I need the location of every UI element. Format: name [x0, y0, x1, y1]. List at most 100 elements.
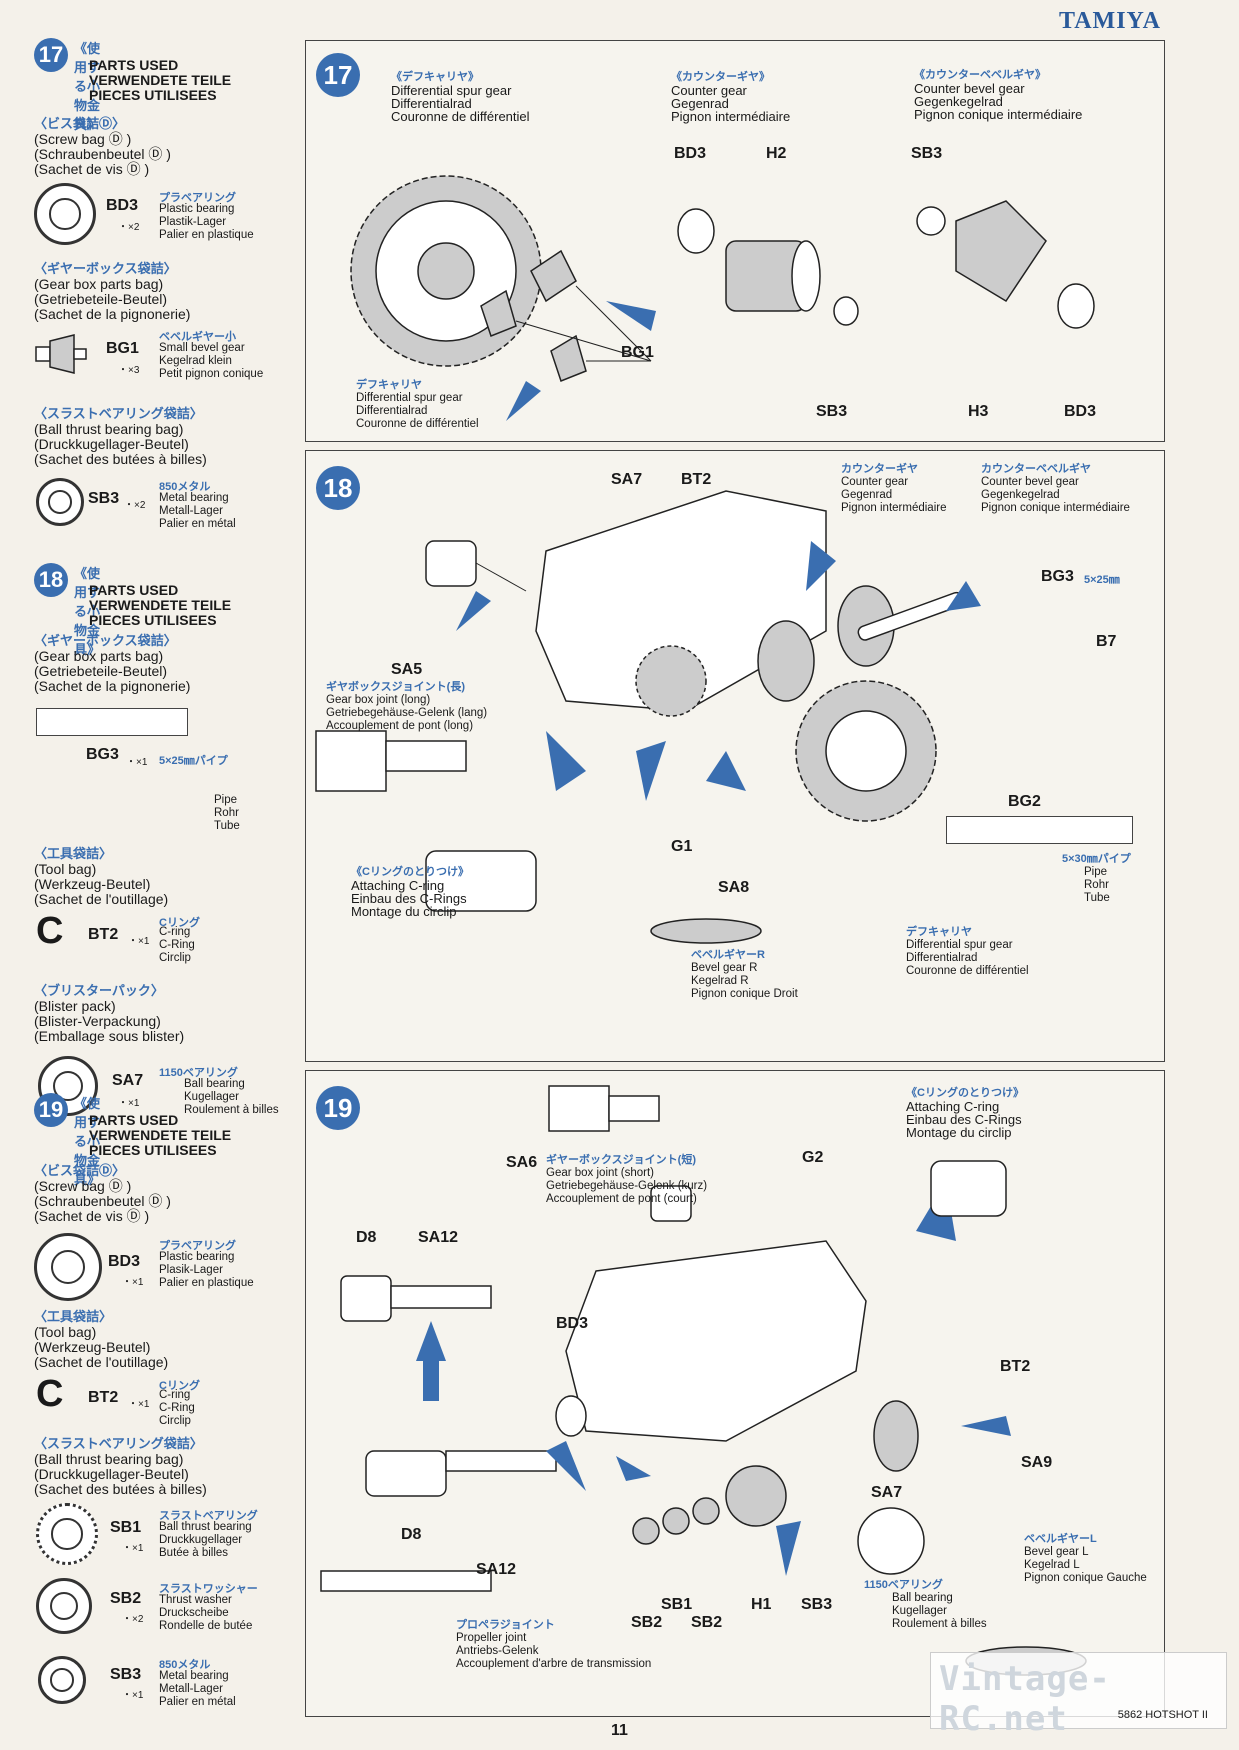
c-ring-detail [425, 850, 537, 912]
label-bg1: BG1 [621, 344, 654, 361]
bd3-bearing-right [1057, 283, 1095, 329]
label-bg2: BG2 [1008, 793, 1041, 810]
label-bt2: BT2 [681, 471, 712, 488]
step-17-panel: 17 《デフキャリヤ》 Differential spur gear Diffe… [305, 40, 1165, 442]
label-bt2: BT2 [1000, 1358, 1031, 1375]
label-sb2: SB2 [631, 1614, 663, 1631]
label-h2: H2 [766, 145, 787, 162]
h3-bevel-gear [955, 200, 1047, 303]
bag-thrust: 〈スラストベアリング袋詰〉 (Ball thrust bearing bag) … [34, 406, 207, 467]
bag-thrust: 〈スラストベアリング袋詰〉 (Ball thrust bearing bag) … [34, 1436, 207, 1497]
gear-box-joint-long [425, 540, 477, 587]
sa9-bevel-gear [873, 1400, 919, 1472]
c-ring-icon: C [36, 1373, 64, 1415]
plastic-bearing-icon [34, 183, 96, 245]
diff-top-caption: 《デフキャリヤ》 Differential spur gear Differen… [391, 71, 530, 124]
bevel-gear-2 [480, 289, 517, 337]
step-number: 19 [34, 1093, 68, 1127]
bd3-bearing [555, 1395, 587, 1437]
sb3-bearing [833, 296, 859, 326]
thrust-bearing-icon [36, 1503, 98, 1565]
watermark-model: 5862 HOTSHOT II [1117, 1709, 1208, 1721]
label-h3: H3 [968, 403, 989, 420]
bd3-bearing [677, 208, 715, 254]
sa7-bearing [857, 1507, 925, 1575]
label-sa7: SA7 [611, 471, 643, 488]
label-sb2: SB2 [691, 1614, 723, 1631]
step-number: 17 [34, 38, 68, 72]
label-sa7: SA7 [871, 1484, 903, 1501]
label-sa8: SA8 [718, 879, 750, 896]
sa8-bevel-gear [650, 918, 762, 944]
bevel-gear-1 [530, 249, 577, 303]
label-sa12: SA12 [476, 1561, 517, 1578]
parts-used-jp: 《使用する小物金具》 [74, 1096, 101, 1187]
bag-screw-d: 〈ビス袋詰Ⓓ〉 (Screw bag Ⓓ ) (Schraubenbeutel … [34, 1163, 171, 1224]
bag-blister: 〈ブリスターパック〉 (Blister pack) (Blister-Verpa… [34, 983, 185, 1044]
sa12-shaft [390, 1285, 492, 1309]
joint-long-caption: ギヤボックスジョイント(長) Gear box joint (long)Getr… [326, 681, 488, 732]
step-19-panel: 19 SA6 ギヤーボックスジョイント(短) Gear box joint (s… [305, 1070, 1165, 1717]
label-g2: G2 [802, 1149, 824, 1166]
step-number: 18 [34, 563, 68, 597]
bag-gearbox: 〈ギヤーボックス袋詰〉 (Gear box parts bag) (Getrie… [34, 261, 191, 322]
label-sa6: SA6 [506, 1154, 538, 1171]
step-number: 17 [316, 53, 360, 97]
brand-logo: TAMIYA [1058, 8, 1161, 34]
watermark-site: Vintage-RC.net [939, 1659, 1111, 1739]
label-bd3: BD3 [1064, 403, 1097, 420]
bearing-caption: 1150ベアリング Ball bearing Kugellager Roulem… [864, 1579, 987, 1630]
h1-diff [725, 1465, 787, 1527]
pipe-caption: 5×30㎜パイプ Pipe Rohr Tube [1062, 853, 1131, 904]
diff-bottom-caption: デフキャリヤ Differential spur gear Differenti… [356, 379, 479, 430]
label-h1: H1 [751, 1596, 772, 1613]
label-bd3: BD3 [674, 145, 707, 162]
joint-inserted [650, 1185, 692, 1222]
sb1-bearing [662, 1507, 690, 1535]
watermark: Vintage-RC.net 5862 HOTSHOT II [930, 1652, 1227, 1739]
bag-gearbox: 〈ギヤーボックス袋詰〉 (Gear box parts bag) (Getrie… [34, 633, 191, 694]
counter-bevel-caption: 《カウンターベベルギヤ》 Counter bevel gear Gegenkeg… [914, 69, 1083, 122]
label-g1: G1 [671, 838, 693, 855]
part-bg3: BG3 ・×1 5×25㎜パイプ [34, 708, 304, 778]
propeller-joint [365, 1450, 447, 1497]
gear-box-joint-short [548, 1085, 610, 1132]
sb2-washer-2 [692, 1497, 720, 1525]
label-sb3: SB3 [911, 145, 943, 162]
label-sa12: SA12 [418, 1229, 459, 1246]
step-18-diagram [315, 490, 981, 944]
gearbox-housing [535, 490, 827, 712]
label-bd3: BD3 [556, 1315, 589, 1332]
label-bg3: BG3 [1041, 568, 1074, 585]
parts-used-jp: 《使用する小物金具》 [74, 566, 101, 657]
d8-joint [340, 1275, 392, 1322]
pipe-icon [36, 708, 188, 736]
bevel-gear-3 [550, 334, 587, 382]
step-number: 18 [316, 466, 360, 510]
sa12-pin [320, 1570, 492, 1592]
small-bevel-gear-icon [35, 334, 87, 374]
sb2-washer [632, 1517, 660, 1545]
label-sb1: SB1 [661, 1596, 693, 1613]
gearbox-housing [565, 1240, 867, 1442]
